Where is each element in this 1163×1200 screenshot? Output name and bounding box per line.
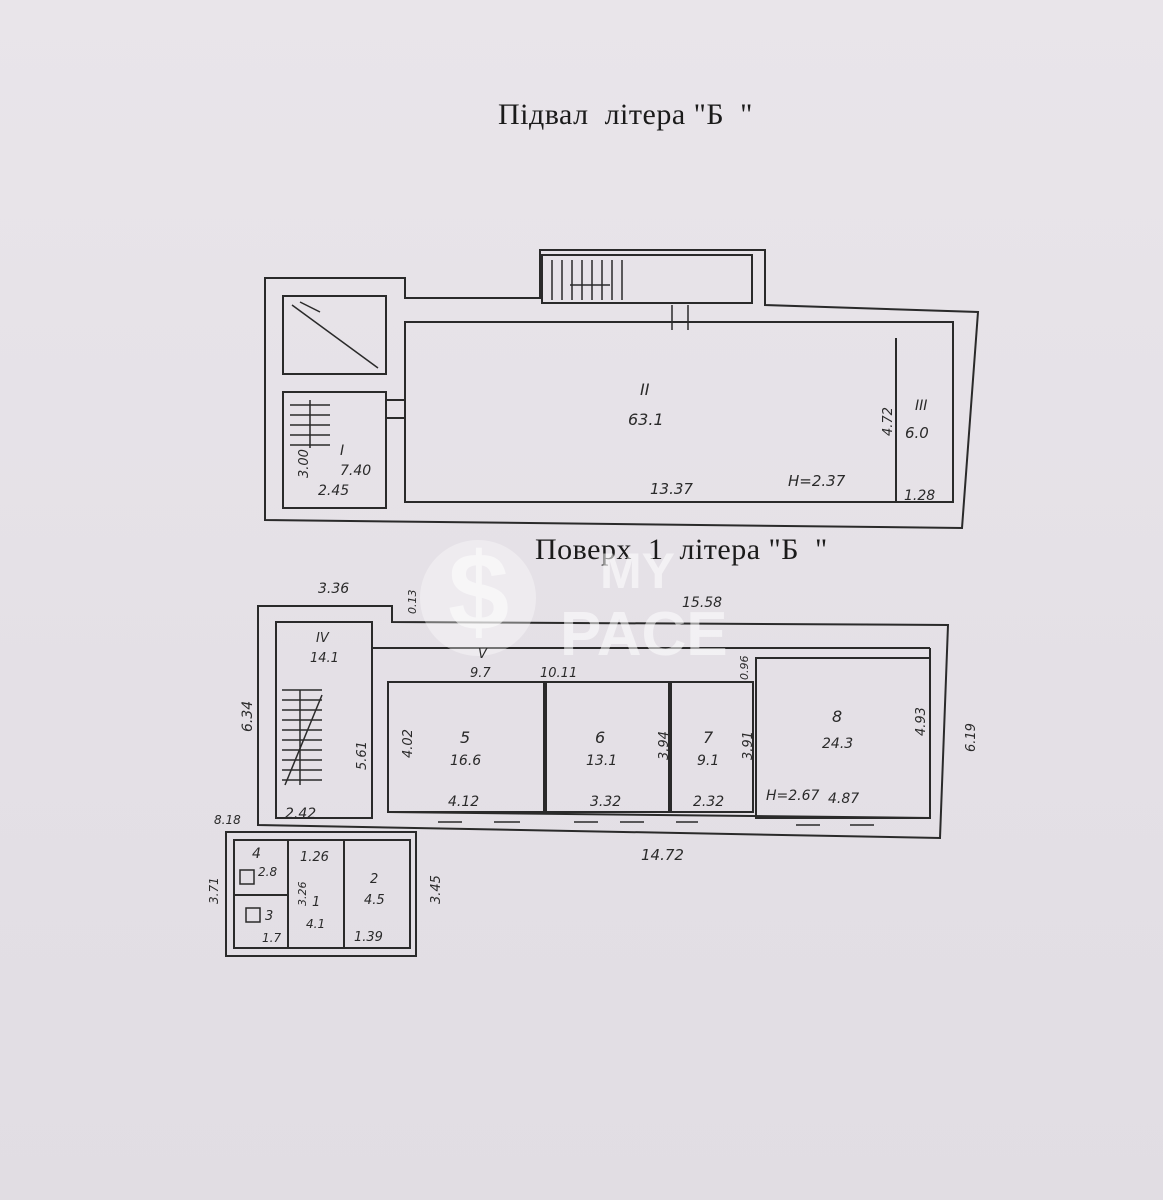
- room-IV-id: IV: [316, 631, 330, 646]
- floor1-dim-3-36: 3.36: [318, 581, 349, 597]
- room-II-id: II: [640, 380, 650, 399]
- room-5-area: 16.6: [450, 753, 481, 769]
- room-5-id: 5: [460, 728, 470, 747]
- watermark-logo-mark: $: [448, 531, 509, 654]
- floor1-dim-4-12: 4.12: [448, 794, 479, 810]
- room-I-id: I: [340, 443, 344, 459]
- basement-dim-3-00: 3.00: [297, 449, 312, 478]
- floor1-dim-3-94: 3.94: [657, 731, 672, 760]
- floor1-dim-1-39: 1.39: [354, 930, 383, 945]
- floor1-dim-10-11: 10.11: [540, 666, 577, 681]
- room-I-area: 7.40: [340, 463, 371, 479]
- room-III-id: III: [915, 398, 927, 414]
- room-7-id: 7: [703, 728, 714, 747]
- room-8-area: 24.3: [822, 736, 853, 752]
- floor1-dim-6-19: 6.19: [964, 723, 979, 752]
- floor1-dim-15-58: 15.58: [682, 595, 722, 611]
- floor1-heading: Поверх 1 літера "Б ": [535, 533, 828, 566]
- floor1-labels: IV 14.1 V 9.7 5 16.6 6 13.1 7 9.1 8 24.3…: [207, 581, 979, 945]
- room-V-area: 9.7: [470, 666, 491, 681]
- room-2-area: 4.5: [364, 893, 385, 908]
- floor1-dim-5-61: 5.61: [355, 741, 370, 770]
- floor1-dim-0-96: 0.96: [738, 656, 751, 681]
- floor1-dim-4-93: 4.93: [914, 707, 929, 736]
- room-3-area: 1.7: [262, 931, 281, 945]
- room-IV-area: 14.1: [310, 651, 339, 666]
- floor1-dim-2-42: 2.42: [285, 806, 316, 822]
- room-II-area: 63.1: [628, 410, 664, 429]
- floor1-dim-4-02: 4.02: [401, 729, 416, 758]
- myspace-watermark: $ MY PACE: [420, 531, 728, 669]
- floor1-dim-1-26: 1.26: [300, 850, 329, 865]
- room-6-area: 13.1: [586, 753, 617, 769]
- room-III-area: 6.0: [905, 424, 929, 442]
- floor1-dim-3-91: 3.91: [741, 731, 756, 760]
- room-8-id: 8: [832, 707, 842, 726]
- floor1-dim-4-87: 4.87: [828, 791, 859, 807]
- room-1-id: 1: [312, 895, 320, 910]
- basement-dim-13-37: 13.37: [650, 480, 693, 498]
- watermark-line2: PACE: [560, 600, 728, 669]
- floor1-walls: [225, 605, 950, 957]
- basement-dim-4-72: 4.72: [881, 407, 896, 436]
- room-3-id: 3: [265, 909, 273, 924]
- floor1-height: H=2.67: [766, 788, 820, 804]
- floor1-dim-3-45: 3.45: [429, 875, 444, 904]
- room-7-area: 9.1: [697, 753, 719, 769]
- floor1-dim-14-72: 14.72: [641, 846, 684, 864]
- basement-height: H=2.37: [788, 472, 846, 490]
- basement-walls: [264, 249, 980, 530]
- floor1-dim-3-71: 3.71: [207, 877, 221, 904]
- room-1-area: 4.1: [306, 917, 325, 931]
- basement-dim-2-45: 2.45: [318, 483, 349, 499]
- floor1-dim-3-26: 3.26: [296, 882, 309, 907]
- floor1-dim-3-32: 3.32: [590, 794, 621, 810]
- room-6-id: 6: [595, 728, 605, 747]
- watermark-line1: MY: [600, 543, 675, 599]
- basement-heading: Підвал літера "Б ": [498, 98, 753, 131]
- floor1-dim-2-32: 2.32: [693, 794, 724, 810]
- floor1-stairs: [239, 689, 874, 923]
- floor1-dim-0-13: 0.13: [406, 590, 419, 615]
- room-4-area: 2.8: [258, 865, 277, 879]
- basement-stairs: [290, 260, 689, 448]
- room-V-id: V: [478, 647, 488, 662]
- room-2-id: 2: [370, 872, 378, 887]
- floor1-dim-8-18: 8.18: [214, 813, 241, 827]
- floor1-dim-6-34: 6.34: [240, 701, 256, 732]
- basement-dim-1-28: 1.28: [904, 488, 935, 504]
- basement-labels: I 7.40 II 63.1 III 6.0 3.00 2.45 13.37 4…: [297, 380, 935, 504]
- room-4-id: 4: [252, 846, 261, 862]
